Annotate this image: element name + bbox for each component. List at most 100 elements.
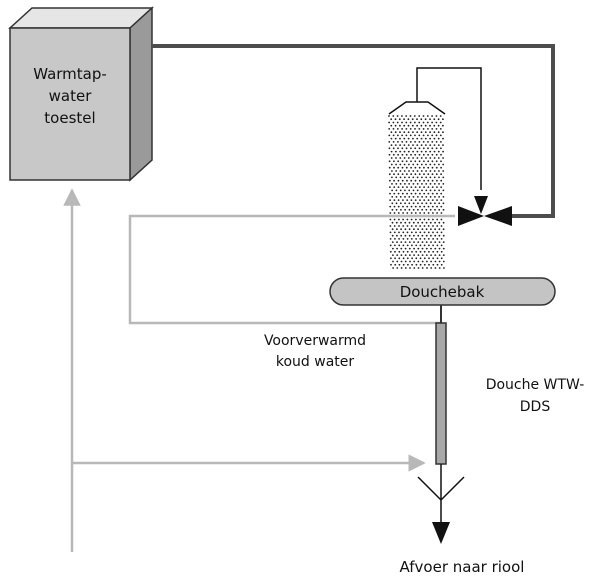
heater-label-line3: toestel (44, 109, 95, 127)
spray-dot (431, 166, 434, 169)
spray-dot (438, 228, 441, 231)
spray-dot (416, 176, 419, 179)
spray-dot (407, 118, 410, 121)
spray-dot (391, 208, 394, 211)
spray-dot (402, 199, 404, 202)
spray-dot (423, 160, 425, 163)
spray-dot (418, 173, 421, 176)
spray-dot (402, 212, 404, 214)
spray-dot (421, 247, 424, 250)
spray-dot (394, 144, 397, 147)
shower-tray: Douchebak (329, 277, 556, 306)
spray-dot (433, 189, 436, 192)
spray-dot (418, 134, 421, 137)
spray-dot (407, 263, 409, 266)
spray-dot (434, 208, 436, 211)
spray-dot (412, 144, 414, 147)
spray-dot (412, 196, 415, 198)
spray-dot (429, 163, 432, 166)
spray-dot (429, 170, 432, 172)
spray-dot (394, 244, 396, 247)
spray-dot (415, 238, 417, 240)
spray-dot (415, 244, 418, 247)
heater-label-line2: water (49, 87, 93, 105)
spray-dot (418, 115, 421, 117)
spray-dot (416, 124, 418, 127)
spray-dot (395, 157, 397, 159)
spray-dot (438, 234, 441, 237)
spray-dot (410, 186, 413, 189)
spray-dot (417, 241, 420, 244)
spray-dot (428, 263, 430, 266)
spray-dot (410, 173, 413, 176)
spray-dot (438, 241, 441, 244)
spray-dot (392, 153, 395, 156)
spray-dot (409, 267, 411, 269)
spray-dot (408, 247, 411, 250)
spray-dot (415, 257, 418, 260)
spray-dot (414, 127, 416, 130)
spray-dot (410, 231, 413, 234)
spray-dot (398, 257, 401, 260)
spray-dot (432, 212, 434, 214)
spray-dot (412, 157, 414, 159)
spray-dot (442, 221, 445, 224)
spray-dot (406, 192, 408, 195)
spray-dot (431, 121, 433, 124)
spray-dot (419, 257, 422, 260)
spray-dot (435, 160, 438, 163)
spray-dot (417, 247, 420, 250)
spray-dot (419, 192, 421, 195)
spray-dot (395, 202, 398, 205)
spray-dot (424, 118, 427, 121)
spray-dot (427, 218, 430, 221)
spray-dot (393, 218, 396, 221)
spray-dot (423, 218, 426, 221)
spray-dot (388, 173, 391, 176)
spray-dot (425, 247, 428, 250)
spray-dot (418, 141, 421, 143)
spray-dot (412, 221, 415, 224)
spray-dot (434, 221, 436, 224)
spray-dot (429, 150, 432, 153)
spray-dot (397, 166, 400, 169)
spray-dot (397, 173, 400, 176)
spray-dot (436, 244, 439, 247)
spray-dot (417, 228, 419, 231)
heater-label-line1: Warmtap- (33, 65, 107, 83)
spray-dot (434, 241, 437, 244)
spray-dot (431, 153, 434, 156)
spray-dot (397, 153, 399, 156)
spray-dot (410, 238, 413, 240)
spray-dot (433, 144, 436, 147)
spray-dot (430, 254, 432, 256)
spray-dot (399, 131, 401, 134)
spray-dot (425, 183, 428, 185)
spray-dot (439, 127, 442, 130)
spray-dot (401, 186, 404, 189)
spray-dot (416, 170, 419, 172)
spray-dot (425, 189, 428, 192)
spray-dot (420, 137, 423, 140)
spray-dot (422, 134, 425, 137)
spray-dot (425, 234, 428, 237)
spray-dot (421, 234, 424, 237)
spray-dot (390, 263, 392, 266)
spray-dot (436, 186, 438, 189)
spray-dot (421, 196, 423, 198)
spray-dot (440, 166, 442, 169)
spray-dot (402, 263, 405, 266)
spray-dot (423, 186, 425, 189)
spray-dot (415, 218, 417, 221)
spray-dot (431, 205, 434, 208)
spray-dot (405, 160, 408, 163)
spray-dot (388, 121, 390, 124)
spray-dot (403, 157, 406, 159)
spray-dot (412, 170, 415, 172)
spray-dot (422, 147, 425, 150)
spray-dot (407, 137, 410, 140)
spray-dot (438, 221, 441, 224)
spray-dot (423, 244, 426, 247)
spray-dot (429, 124, 431, 127)
spray-dot (395, 170, 397, 172)
